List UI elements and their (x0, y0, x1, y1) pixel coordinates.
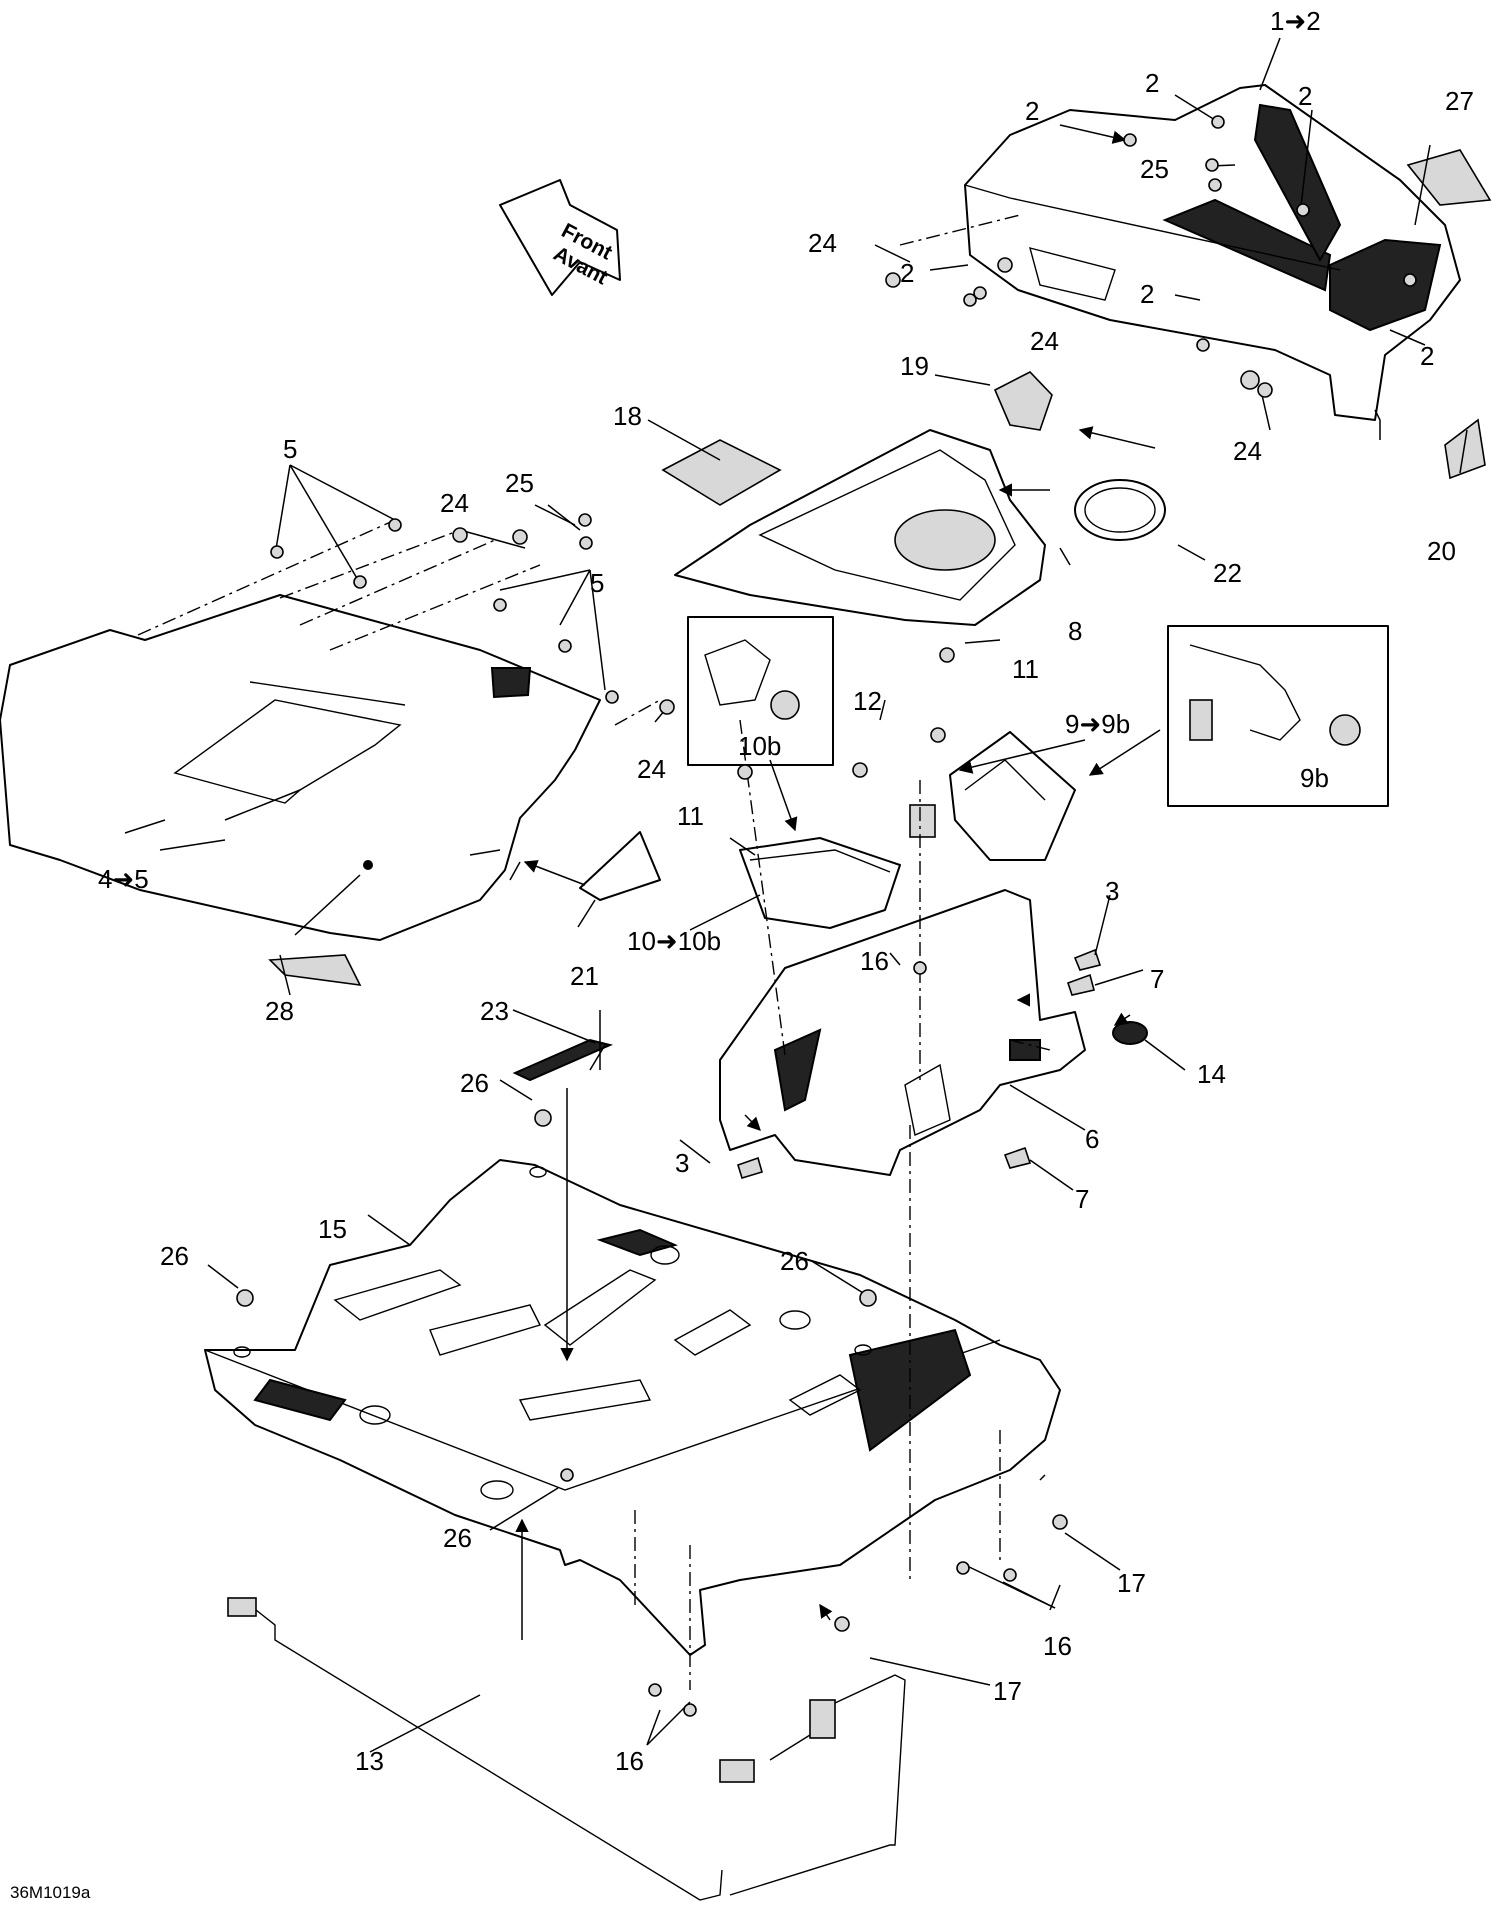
wire-harness (227, 1597, 906, 1901)
inset-box-10b (687, 616, 834, 766)
callout-2: 2 (1025, 96, 1039, 126)
callout-8: 8 (1068, 616, 1082, 646)
callout-labels: 1➜2 2 2 2 2 2 2 2 27 25 24 24 24 19 18 2… (10, 6, 1474, 1902)
callout-7: 7 (1075, 1184, 1089, 1214)
callout-2: 2 (900, 258, 914, 288)
callout-15: 15 (318, 1214, 347, 1244)
callout-3: 3 (675, 1148, 689, 1178)
decal-18 (661, 439, 782, 506)
callout-2: 2 (1140, 279, 1154, 309)
callout-11: 11 (1012, 654, 1039, 684)
callout-17: 17 (993, 1676, 1022, 1706)
vent-23 (512, 1038, 614, 1082)
callout-5: 5 (283, 434, 297, 464)
fasteners (236, 115, 1417, 1717)
callout-20: 20 (1427, 536, 1456, 566)
reflector-21 (579, 831, 661, 901)
callout-10-to-10b: 10➜10b (627, 926, 721, 956)
rear-upper-panel (964, 84, 1461, 421)
figure-id: 36M1019a (10, 1883, 91, 1902)
decal-20 (1444, 418, 1486, 480)
callout-5: 5 (590, 568, 604, 598)
clip-3-upper (1073, 948, 1102, 971)
callout-16: 16 (1043, 1631, 1072, 1661)
callout-26: 26 (460, 1068, 489, 1098)
callout-25: 25 (505, 468, 534, 498)
grommet-14 (1112, 1021, 1148, 1045)
callout-18: 18 (613, 401, 642, 431)
callout-7: 7 (1150, 964, 1164, 994)
callout-17: 17 (1117, 1568, 1146, 1598)
callout-2: 2 (1298, 81, 1312, 111)
callout-26: 26 (443, 1523, 472, 1553)
callout-23: 23 (480, 996, 509, 1026)
tail-light-right (909, 731, 1076, 861)
callout-9-to-9b: 9➜9b (1065, 709, 1130, 739)
callout-21: 21 (570, 961, 599, 991)
reflector-28 (268, 954, 362, 986)
callout-3: 3 (1105, 876, 1119, 906)
decal-19 (993, 371, 1053, 431)
callout-26: 26 (160, 1241, 189, 1271)
callout-24: 24 (808, 228, 837, 258)
clip-3-lower (737, 1156, 763, 1179)
callout-6: 6 (1085, 1124, 1099, 1154)
callout-1-to-2: 1➜2 (1270, 6, 1321, 36)
callout-26: 26 (780, 1246, 809, 1276)
callout-24: 24 (637, 754, 666, 784)
callout-16: 16 (860, 946, 889, 976)
callout-13: 13 (355, 1746, 384, 1776)
callout-22: 22 (1213, 558, 1242, 588)
callout-2: 2 (1145, 68, 1159, 98)
clip-7-lower (1003, 1146, 1032, 1169)
callout-9b: 9b (1300, 763, 1329, 793)
tail-light-left (739, 837, 901, 929)
callout-28: 28 (265, 996, 294, 1026)
callout-2: 2 (1420, 341, 1434, 371)
callout-24: 24 (1030, 326, 1059, 356)
emblem-22 (1074, 479, 1166, 541)
inset-box-9b (1167, 625, 1389, 807)
callout-24: 24 (1233, 436, 1262, 466)
console-cover (674, 429, 1046, 626)
callout-27: 27 (1445, 86, 1474, 116)
console-body (719, 889, 1086, 1176)
callout-24: 24 (440, 488, 469, 518)
callout-10b: 10b (738, 731, 781, 761)
decal-27 (1406, 149, 1492, 206)
callout-16: 16 (615, 1746, 644, 1776)
bottom-pan (204, 1159, 1061, 1656)
clip-7-upper (1066, 973, 1095, 996)
callout-14: 14 (1197, 1059, 1226, 1089)
callout-25: 25 (1140, 154, 1169, 184)
left-cover-assembly (0, 594, 601, 941)
front-direction-arrow: Front Avant (499, 179, 621, 296)
leader-lines (124, 37, 1468, 1753)
callout-11: 11 (677, 801, 704, 831)
callout-4-to-5: 4➜5 (98, 864, 149, 894)
callout-12: 12 (853, 686, 882, 716)
callout-19: 19 (900, 351, 929, 381)
